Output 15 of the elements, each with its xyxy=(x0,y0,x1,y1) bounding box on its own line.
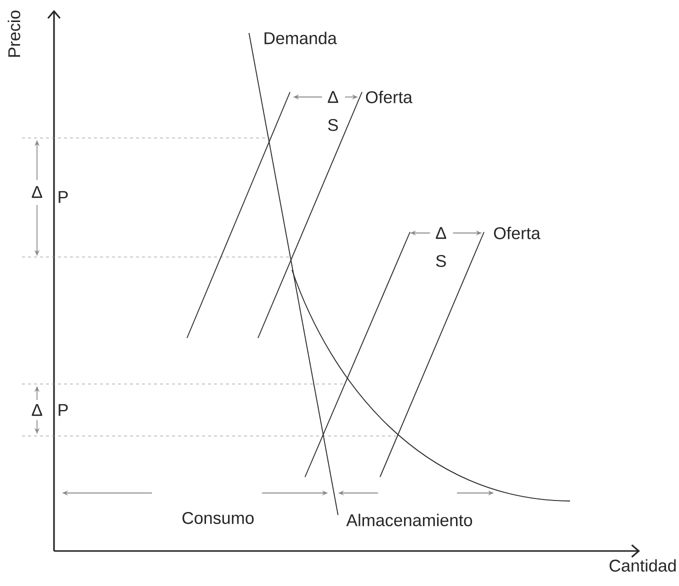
shift-label: P xyxy=(58,191,68,203)
region-label: Consumo xyxy=(182,512,254,524)
delta-symbol: Δ xyxy=(32,404,42,416)
shift-label: P xyxy=(58,404,68,416)
shift-label: S xyxy=(436,254,446,268)
delta-symbol: Δ xyxy=(436,227,446,239)
axis-label: Precio xyxy=(8,10,20,57)
curve-label: Oferta xyxy=(366,90,412,104)
curve-label: Demanda xyxy=(264,32,337,44)
region-label: Almacenamiento xyxy=(346,514,472,526)
delta-symbol: Δ xyxy=(32,186,42,198)
delta-symbol: Δ xyxy=(328,91,338,103)
shift-label: S xyxy=(328,118,338,132)
axis-label: Cantidad xyxy=(610,559,676,572)
curve-label: Oferta xyxy=(494,226,540,240)
